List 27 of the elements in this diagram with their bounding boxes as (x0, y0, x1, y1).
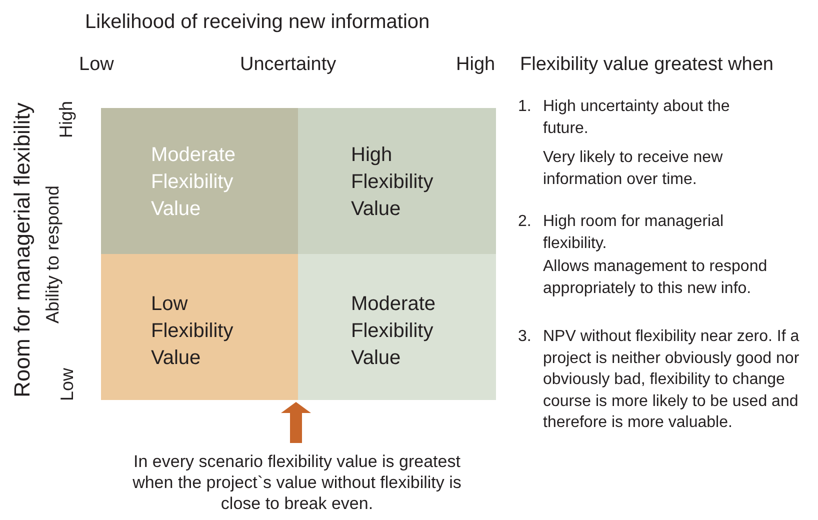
axis-center-label: Ability to respond (42, 185, 64, 324)
list-number: 3. (518, 327, 532, 347)
matrix-quadrant (101, 254, 298, 400)
list-text: NPV without flexibility near zero. If a project is neither obviously good nor obviously bad, flexibility to change course is more likely to be used and therefore is more valuable. (543, 327, 800, 433)
list-text: High uncertainty about the future. (543, 97, 731, 138)
axis-high-label: High (56, 100, 78, 138)
axis-title: Likelihood of receiving new information (85, 10, 430, 34)
matrix-quadrant (298, 108, 496, 254)
list-heading: Flexibility value greatest when (520, 54, 774, 76)
axis-high-label: High (456, 54, 496, 76)
axis-low-label: Low (57, 368, 78, 402)
note-text: In every scenario flexibility value is greatest when the project`s value without flexibility is close to break even. (112, 443, 482, 514)
list-text: Allows management to respond appropriately to this new info. (543, 257, 768, 298)
arrow (281, 402, 311, 443)
quadrant-label: Moderate Flexibility Value (351, 292, 436, 371)
axis-center-label: Uncertainty (240, 54, 336, 76)
quadrant-label: High Flexibility Value (351, 143, 434, 222)
quadrant-label: Low Flexibility Value (151, 292, 234, 371)
list-text: High room for managerial flexibility. (543, 212, 725, 254)
axis-title: Room for managerial flexibility (9, 102, 36, 398)
list-number: 1. (518, 97, 532, 117)
quadrant-label: Moderate Flexibility Value (151, 143, 236, 222)
axis-low-label: Low (79, 54, 114, 76)
matrix-quadrant (298, 254, 496, 400)
list-number: 2. (518, 212, 532, 232)
matrix-quadrant (101, 108, 298, 254)
list-text: Very likely to receive new information over time. (543, 148, 724, 190)
